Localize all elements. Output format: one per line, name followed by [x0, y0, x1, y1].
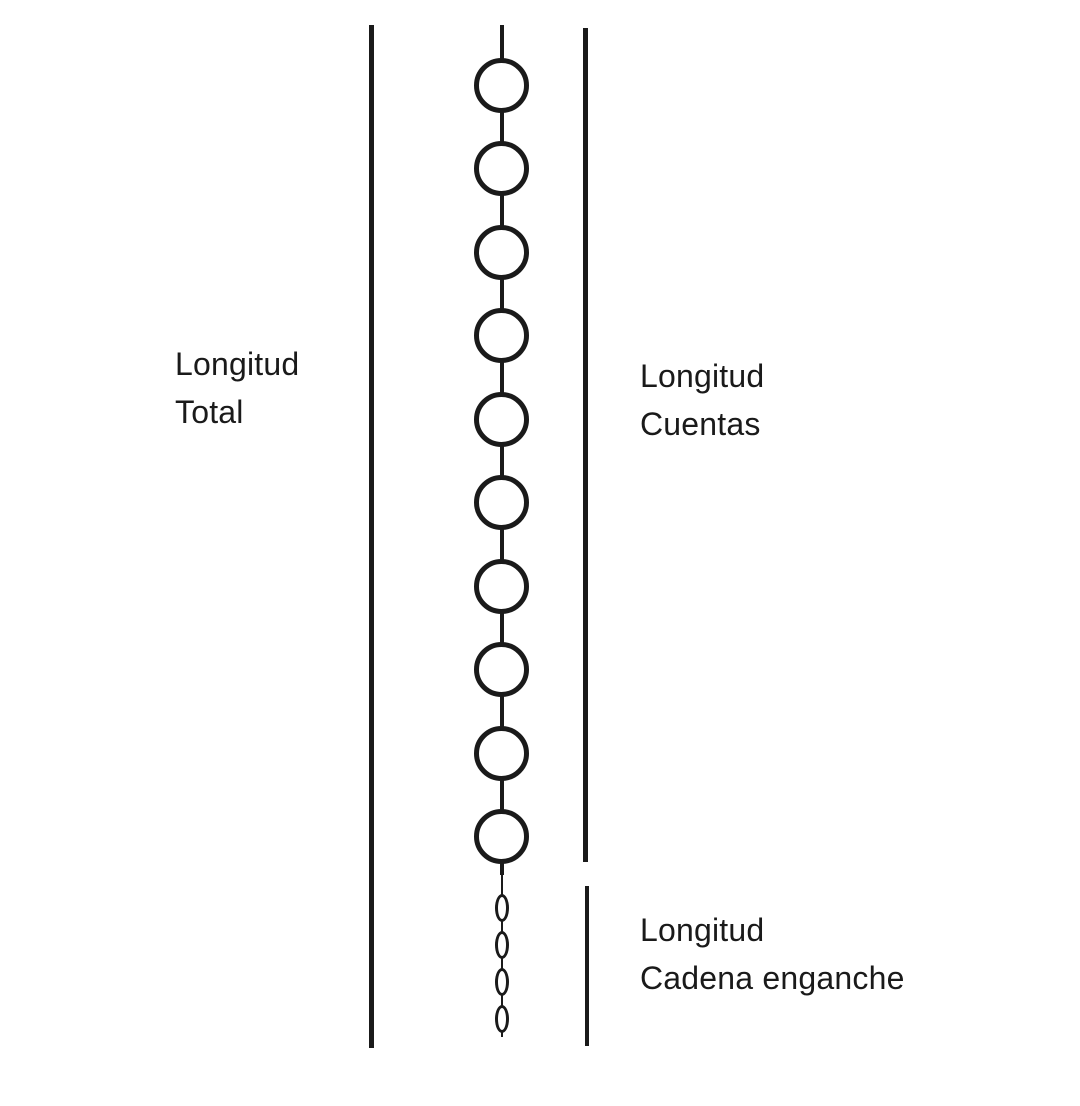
label-line: Cuentas	[640, 406, 761, 442]
label-longitud-cadena-enganche: Longitud Cadena enganche	[640, 906, 905, 1002]
bead	[474, 642, 529, 697]
label-line: Longitud	[640, 912, 765, 948]
chain-link	[495, 968, 509, 996]
chain-link	[495, 1005, 509, 1033]
label-line: Cadena enganche	[640, 960, 905, 996]
label-longitud-cuentas: Longitud Cuentas	[640, 352, 764, 448]
bead	[474, 141, 529, 196]
label-line: Longitud	[640, 358, 765, 394]
label-line: Total	[175, 394, 244, 430]
bead	[474, 809, 529, 864]
label-line: Longitud	[175, 346, 300, 382]
bead	[474, 475, 529, 530]
bead	[474, 391, 529, 447]
chain-link	[495, 931, 509, 959]
bead	[474, 57, 529, 113]
beads-length-bracket-line	[583, 28, 588, 862]
label-longitud-total: Longitud Total	[175, 340, 299, 436]
total-length-bracket-line	[369, 25, 374, 1048]
chain-length-bracket-line	[585, 886, 589, 1046]
chain-link	[495, 894, 509, 922]
bead	[474, 224, 529, 280]
bead	[474, 558, 529, 614]
bead	[474, 308, 529, 363]
bead	[474, 725, 529, 781]
bead-string-line	[500, 25, 504, 875]
